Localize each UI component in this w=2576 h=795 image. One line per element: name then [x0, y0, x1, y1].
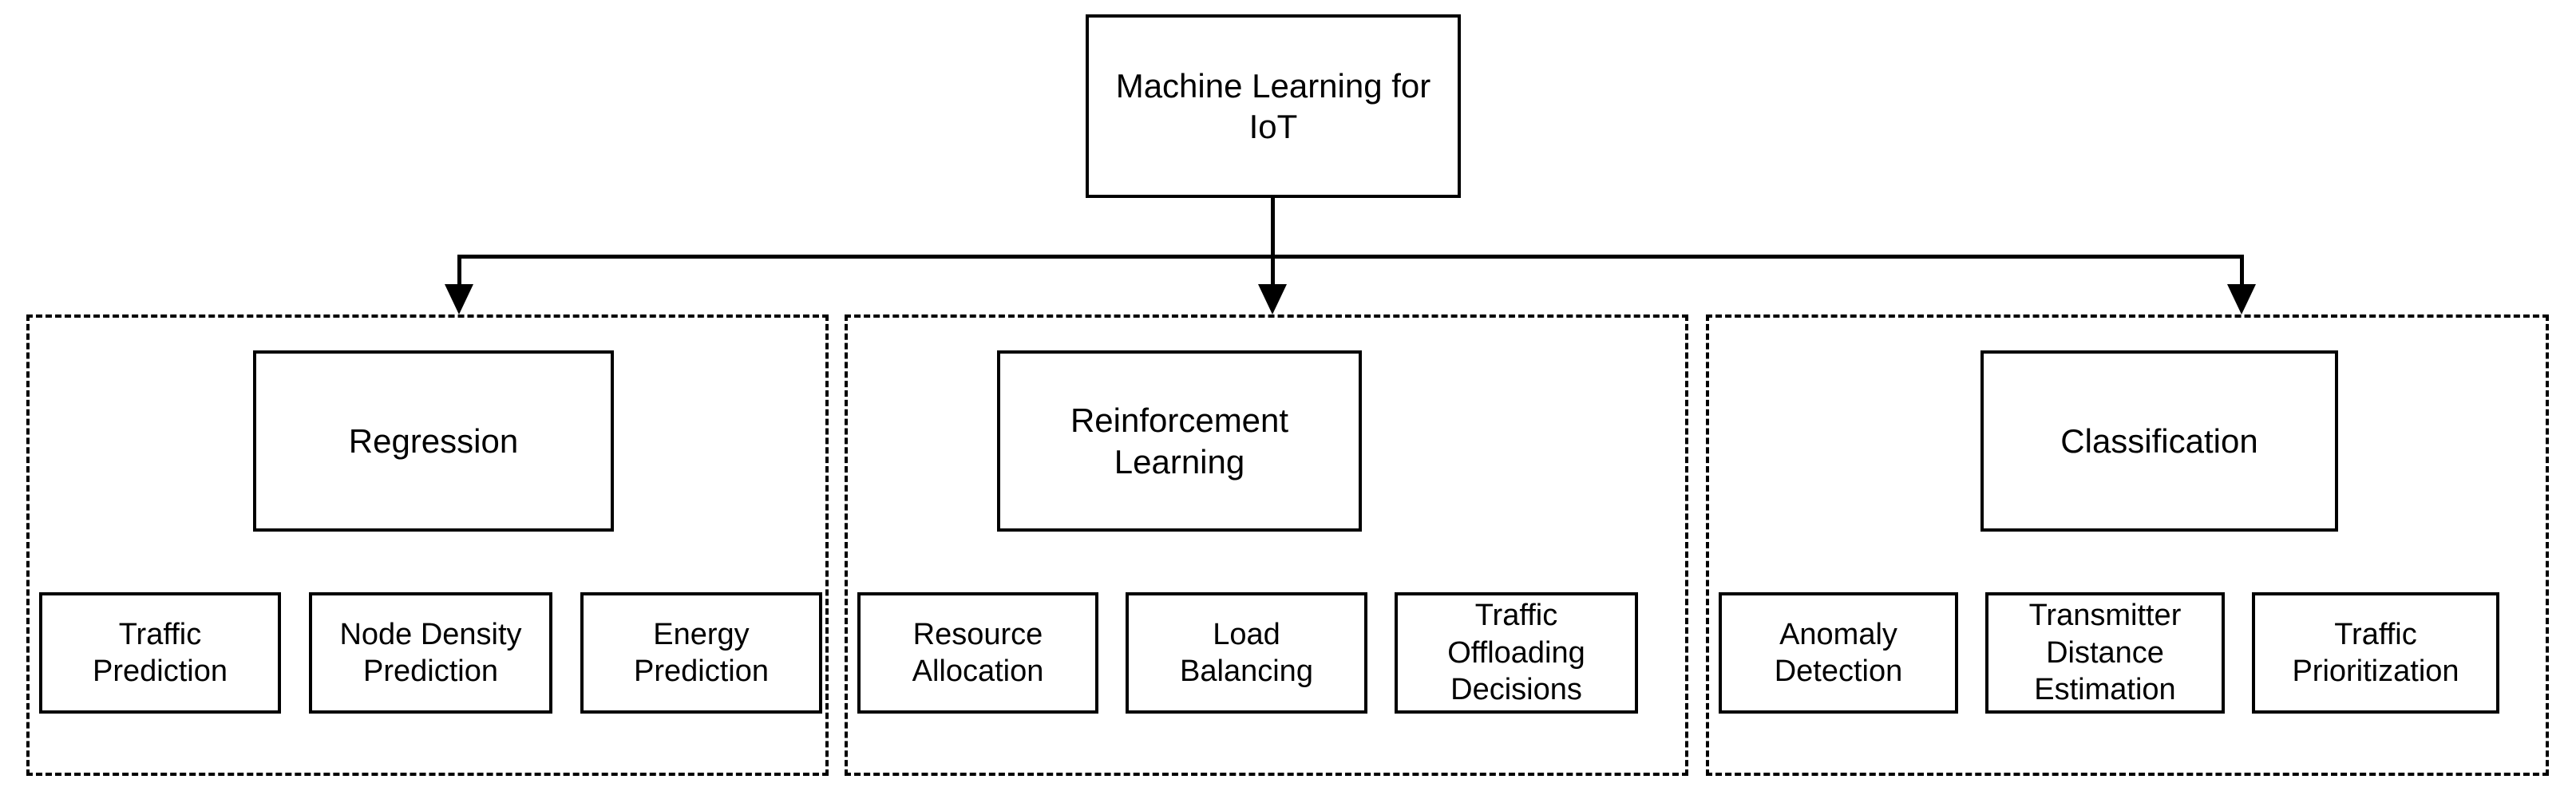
- category-node-classification: Classification: [1980, 350, 2338, 532]
- arrowhead-icon-reinforcement-learning: [1258, 284, 1287, 314]
- category-node-reinforcement-learning: Reinforcement Learning: [997, 350, 1362, 532]
- edge-drop-to-reinforcement-learning: [1271, 255, 1275, 291]
- group-regression: Regression Traffic Prediction Node Densi…: [26, 314, 829, 776]
- leaf-node-traffic-prioritization: Traffic Prioritization: [2252, 592, 2499, 714]
- root-node-machine-learning-for-iot: Machine Learning for IoT: [1086, 14, 1461, 198]
- leaf-node-energy-prediction: Energy Prediction: [580, 592, 822, 714]
- category-node-regression: Regression: [253, 350, 614, 532]
- leaf-node-anomaly-detection: Anomaly Detection: [1719, 592, 1958, 714]
- arrowhead-icon-classification: [2227, 284, 2256, 314]
- leaf-node-node-density-prediction: Node Density Prediction: [309, 592, 552, 714]
- edge-drop-to-regression: [457, 255, 461, 291]
- group-classification: Classification Anomaly Detection Transmi…: [1706, 314, 2549, 776]
- leaf-node-traffic-prediction: Traffic Prediction: [39, 592, 281, 714]
- leaf-node-transmitter-distance-estimation: Transmitter Distance Estimation: [1985, 592, 2225, 714]
- leaf-node-resource-allocation: Resource Allocation: [857, 592, 1098, 714]
- edge-root-trunk-horizontal: [457, 255, 2244, 259]
- leaf-node-traffic-offloading-decisions: Traffic Offloading Decisions: [1395, 592, 1638, 714]
- edge-drop-to-classification: [2240, 255, 2244, 291]
- arrowhead-icon-regression: [445, 284, 473, 314]
- group-reinforcement-learning: Reinforcement Learning Resource Allocati…: [845, 314, 1688, 776]
- leaf-node-load-balancing: Load Balancing: [1126, 592, 1367, 714]
- edge-root-trunk-vertical: [1271, 198, 1275, 259]
